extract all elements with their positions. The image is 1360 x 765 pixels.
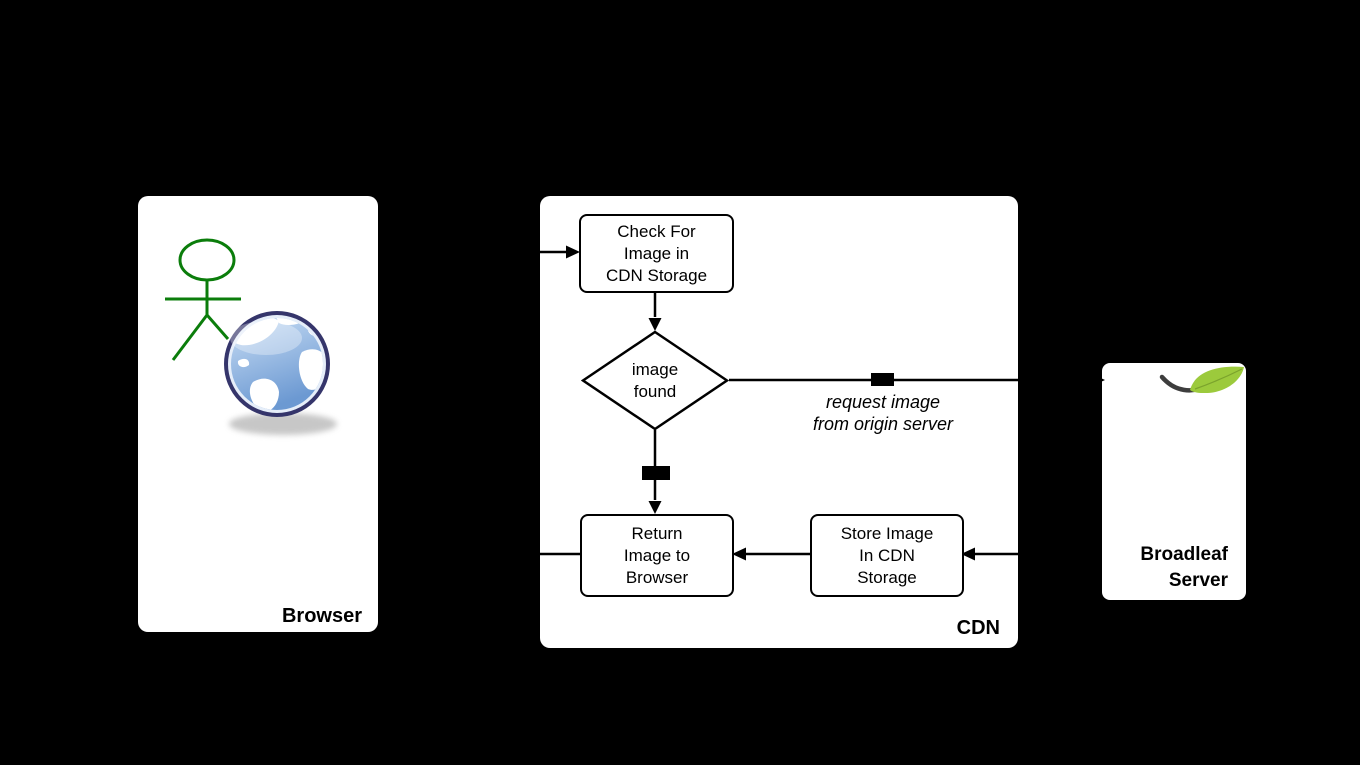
node-store-line3: Storage: [857, 567, 917, 587]
browser-panel-label: Browser: [281, 605, 362, 627]
node-return-line2: Image to: [623, 545, 691, 565]
node-return-line1: Return: [631, 523, 683, 543]
broadleaf-server-label: Broadleaf Server: [1140, 542, 1228, 594]
globe-icon: [224, 311, 337, 435]
node-return-image-to-browser: Return Image to Browser: [580, 514, 734, 597]
edge-label-request-image: request image from origin server: [761, 391, 1005, 435]
node-check-line2: Image in: [623, 243, 690, 263]
decision-text: image found: [581, 330, 729, 431]
node-check-image-in-cdn-storage: Check For Image in CDN Storage: [579, 214, 734, 293]
node-store-line2: In CDN: [859, 545, 915, 565]
node-store-line1: Store Image: [840, 523, 934, 543]
edge-label-request-image-line2: from origin server: [812, 414, 954, 434]
browser-panel-graphics: [165, 238, 337, 435]
stick-figure-icon: [165, 238, 241, 361]
node-store-image-in-cdn-storage: Store Image In CDN Storage: [810, 514, 964, 597]
node-check-line3: CDN Storage: [605, 265, 708, 285]
node-image-found-decision: image found: [581, 330, 729, 431]
broadleaf-server-label-line1: Broadleaf: [1140, 544, 1228, 565]
broadleaf-server-label-line2: Server: [1168, 570, 1228, 591]
node-check-line1: Check For: [617, 221, 696, 241]
arrowhead-into-browser: [382, 547, 396, 561]
decision-line1: image: [631, 359, 679, 379]
broadleaf-leaf-icon: [1159, 366, 1244, 394]
edge-label-request-image-line1: request image: [825, 392, 941, 412]
browser-panel: Browser: [138, 196, 378, 632]
broadleaf-server-panel: Broadleaf Server: [1102, 363, 1246, 600]
node-return-line3: Browser: [625, 567, 689, 587]
decision-line2: found: [633, 381, 677, 401]
cdn-panel-label: CDN: [956, 617, 1000, 639]
decision-diamond-shape: [581, 330, 729, 431]
